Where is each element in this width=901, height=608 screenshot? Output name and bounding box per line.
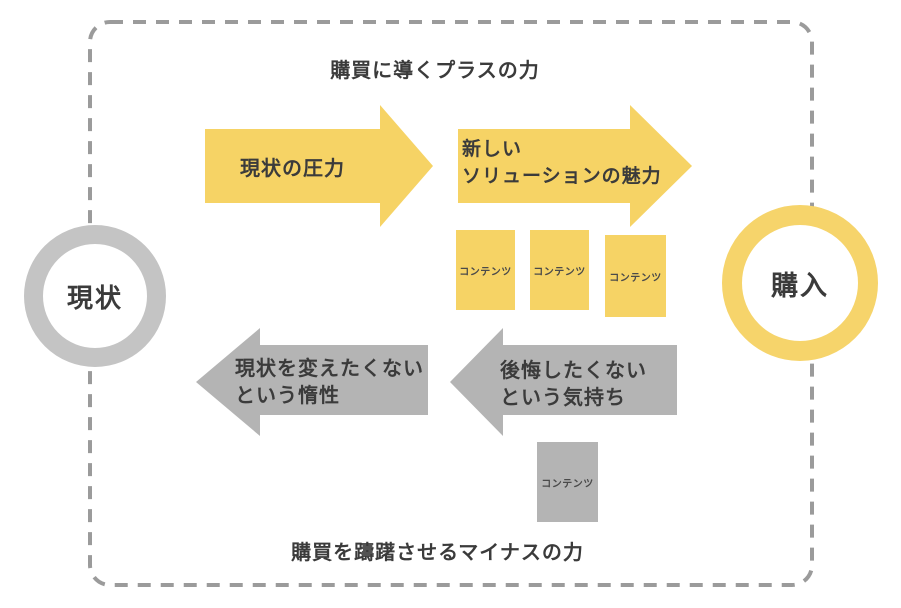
current-state-label: 現状 xyxy=(66,282,123,313)
content-box-4: コンテンツ xyxy=(537,442,598,522)
positive-force-title: 購買に導くプラスの力 xyxy=(330,60,540,82)
negative-arrow-2-line2: という気持ち xyxy=(500,387,626,409)
positive-arrow-1-label: 現状の圧力 xyxy=(240,157,345,180)
content-box-4-label: コンテンツ xyxy=(541,478,594,490)
negative-arrow-1-head-icon xyxy=(196,328,260,436)
negative-arrow-1-line1: 現状を変えたくない xyxy=(235,358,424,380)
content-box-1: コンテンツ xyxy=(456,230,515,310)
negative-arrow-2-label: 後悔したくない という気持ち xyxy=(500,358,647,412)
negative-arrow-1 xyxy=(260,345,428,415)
positive-arrow-1 xyxy=(205,129,380,203)
content-box-3: コンテンツ xyxy=(605,235,666,317)
positive-arrow-2-label: 新しい ソリューションの魅力 xyxy=(462,136,662,190)
negative-arrow-2-head-icon xyxy=(450,328,503,436)
positive-arrow-2 xyxy=(458,129,630,203)
positive-arrow-1-head-icon xyxy=(380,105,433,227)
positive-arrow-2-line2: ソリューションの魅力 xyxy=(462,166,662,187)
negative-force-title: 購買を躊躇させるマイナスの力 xyxy=(291,542,584,564)
negative-arrow-1-line2: という惰性 xyxy=(235,385,340,407)
content-box-2: コンテンツ xyxy=(530,230,589,310)
positive-arrow-2-head-icon xyxy=(630,105,692,227)
current-state-node: 現状 xyxy=(24,225,166,367)
purchase-label: 購入 xyxy=(771,270,829,301)
content-box-3-label: コンテンツ xyxy=(609,272,662,284)
negative-arrow-2-line1: 後悔したくない xyxy=(500,360,647,382)
purchase-node: 購入 xyxy=(722,205,878,361)
negative-arrow-2 xyxy=(503,345,677,415)
content-box-2-label: コンテンツ xyxy=(533,266,586,278)
content-box-1-label: コンテンツ xyxy=(459,266,512,278)
negative-arrow-1-label: 現状を変えたくない という惰性 xyxy=(235,356,424,410)
positive-arrow-2-line1: 新しい xyxy=(462,139,523,160)
